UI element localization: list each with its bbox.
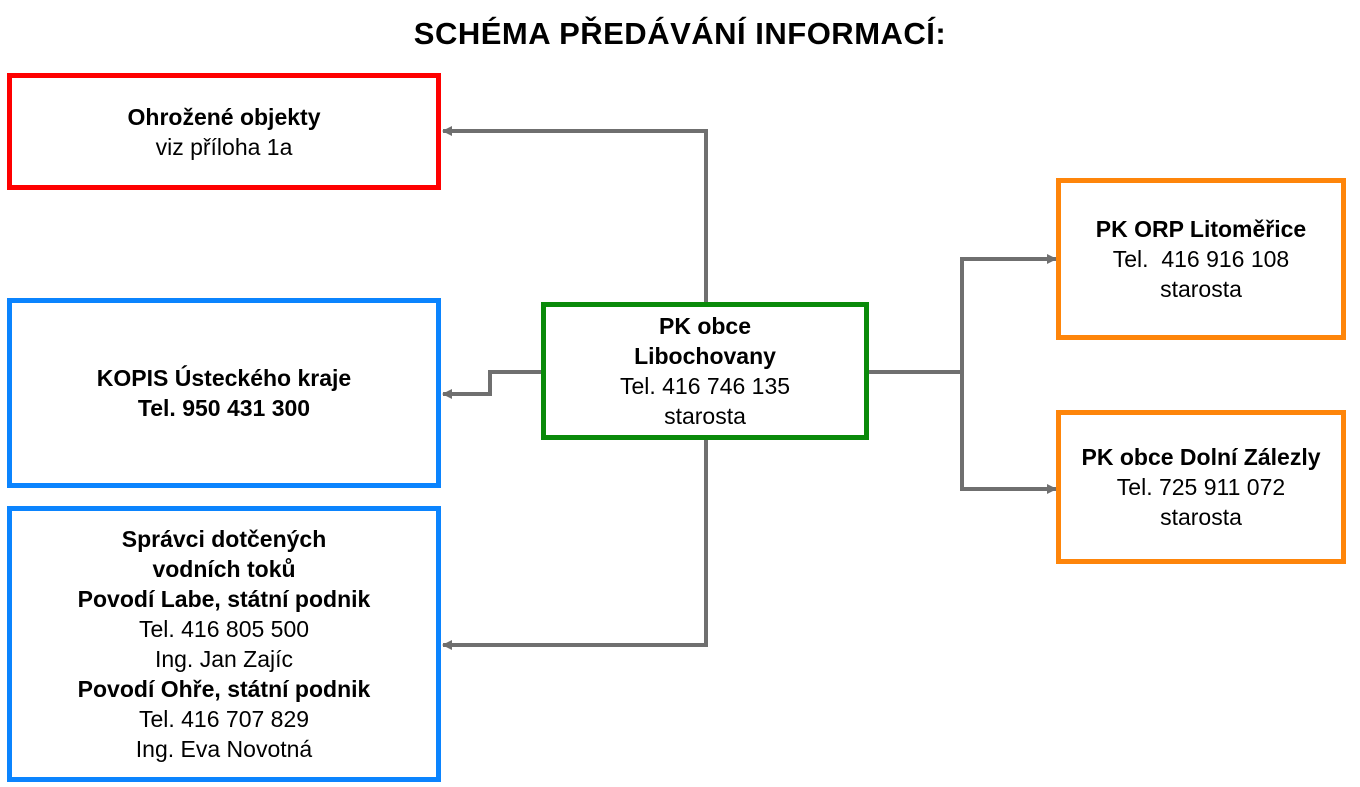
threatened-objects-name: Ohrožené objekty bbox=[127, 103, 321, 130]
povodi-ohre-person: Ing. Eva Novotná bbox=[135, 736, 313, 762]
dolni-zalezly-box: PK obce Dolní Zálezly Tel. 725 911 072 s… bbox=[1056, 410, 1346, 564]
center-name-1: PK obce bbox=[658, 313, 752, 339]
administrators-heading-2: vodních toků bbox=[152, 556, 296, 582]
kopis-box: KOPIS Ústeckého kraje Tel. 950 431 300 bbox=[7, 298, 441, 488]
edge-center-dolni bbox=[960, 372, 1057, 494]
dolni-zalezly-phone: Tel. 725 911 072 bbox=[1116, 474, 1286, 500]
dolni-zalezly-name: PK obce Dolní Zálezly bbox=[1081, 444, 1321, 470]
threatened-objects-detail: viz příloha 1a bbox=[155, 133, 293, 160]
center-phone: Tel. 416 746 135 bbox=[619, 373, 791, 399]
edge-center-kopis bbox=[442, 370, 542, 399]
orp-box: PK ORP Litoměřice Tel. 416 916 108 staro… bbox=[1056, 178, 1346, 340]
orp-phone: Tel. 416 916 108 bbox=[1112, 246, 1290, 272]
povodi-labe-phone: Tel. 416 805 500 bbox=[138, 616, 310, 642]
dolni-zalezly-role: starosta bbox=[1160, 504, 1242, 530]
edge-center-orp bbox=[868, 254, 1057, 374]
center-role: starosta bbox=[664, 403, 746, 429]
kopis-name: KOPIS Ústeckého kraje bbox=[96, 365, 352, 391]
kopis-phone: Tel. 950 431 300 bbox=[137, 395, 311, 421]
center-box: PK obce Libochovany Tel. 416 746 135 sta… bbox=[541, 302, 869, 440]
povodi-labe-person: Ing. Jan Zajíc bbox=[154, 646, 294, 672]
administrators-heading-1: Správci dotčených bbox=[121, 526, 327, 552]
povodi-ohre-name: Povodí Ohře, státní podnik bbox=[77, 676, 371, 702]
center-name-2: Libochovany bbox=[634, 343, 776, 369]
povodi-ohre-phone: Tel. 416 707 829 bbox=[138, 706, 310, 732]
edge-center-threatened bbox=[442, 126, 708, 303]
orp-role: starosta bbox=[1160, 276, 1242, 302]
povodi-labe-name: Povodí Labe, státní podnik bbox=[77, 586, 371, 612]
orp-name: PK ORP Litoměřice bbox=[1095, 216, 1307, 242]
administrators-box: Správci dotčených vodních toků Povodí La… bbox=[7, 506, 441, 782]
edge-center-administrators bbox=[442, 439, 708, 650]
diagram-title: SCHÉMA PŘEDÁVÁNÍ INFORMACÍ: bbox=[413, 16, 947, 51]
threatened-objects-box: Ohrožené objekty viz příloha 1a bbox=[7, 73, 441, 190]
